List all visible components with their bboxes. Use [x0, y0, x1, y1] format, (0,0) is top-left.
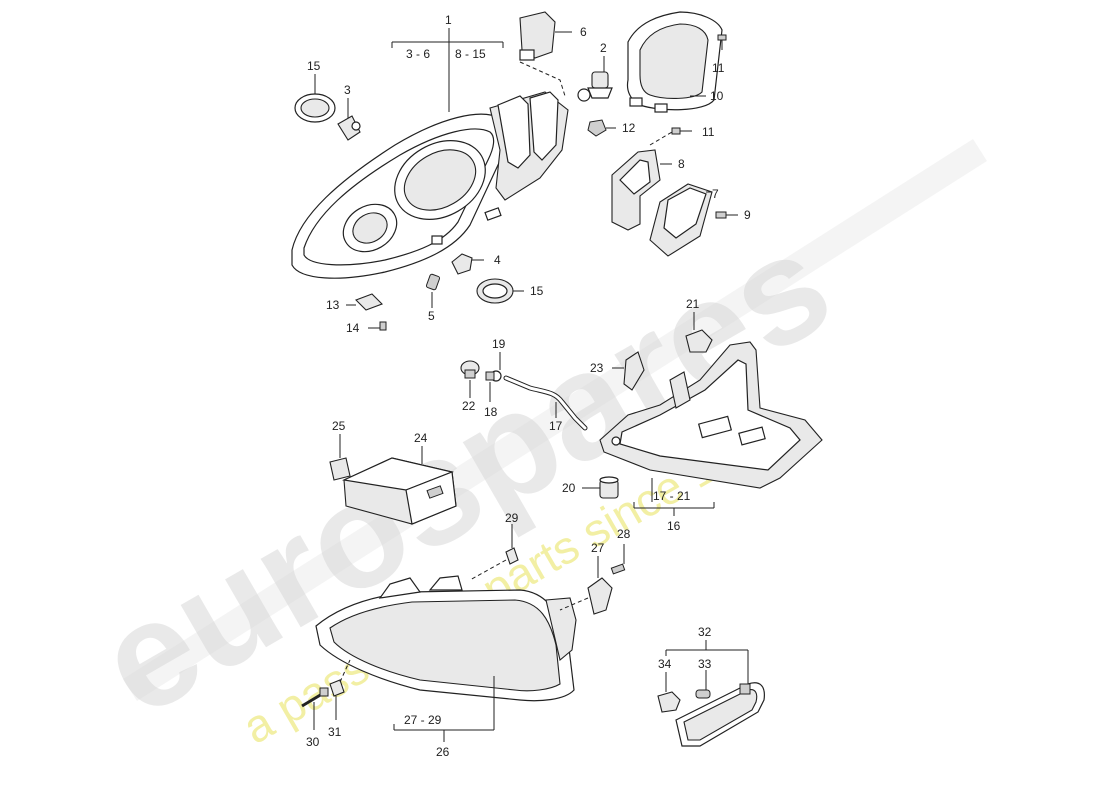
label-part-2: 2: [600, 41, 607, 55]
part-33-bulb: [695, 689, 711, 699]
part-11-screw-top: [717, 34, 727, 50]
part-4-socket: [451, 253, 473, 275]
part-23-bracket: [623, 351, 645, 391]
part-16-base-plate: [599, 341, 823, 489]
part-32-side-marker: [675, 682, 765, 747]
label-part-12: 12: [622, 121, 636, 135]
label-part-23: 23: [590, 361, 604, 375]
part-7-control-unit: [649, 183, 713, 257]
label-part-5: 5: [428, 309, 435, 323]
label-part-15-bottom: 15: [530, 284, 544, 298]
label-part-14: 14: [346, 321, 360, 335]
label-part-9: 9: [744, 208, 751, 222]
label-part-6: 6: [580, 25, 587, 39]
label-part-30: 30: [306, 735, 320, 749]
label-part-17: 17: [549, 419, 563, 433]
part-17-hose: [503, 375, 588, 431]
label-part-3: 3: [344, 83, 351, 97]
part-27-holder: [587, 577, 613, 615]
part-25-holder: [329, 457, 351, 481]
part-9-screw: [715, 211, 738, 219]
label-part-10: 10: [710, 89, 724, 103]
label-part-1: 1: [445, 13, 452, 27]
part-28-screw: [610, 563, 626, 575]
label-part-25: 25: [332, 419, 346, 433]
label-part-11-mid: 11: [702, 125, 715, 139]
label-range-8-15: 8 - 15: [455, 47, 486, 61]
part-31-nut: [329, 679, 345, 697]
part-14-screw: [379, 321, 387, 331]
part-21-clip: [685, 329, 713, 353]
part-6-actuator: [519, 11, 556, 61]
label-part-26: 26: [436, 745, 450, 759]
label-part-18: 18: [484, 405, 498, 419]
label-part-20: 20: [562, 481, 576, 495]
part-13-pad: [355, 293, 383, 311]
part-11-screw-mid: [671, 127, 692, 135]
part-26-lamp-housing: [315, 575, 577, 702]
headlight-housing: [291, 91, 569, 279]
label-range-27-29: 27 - 29: [404, 713, 442, 727]
part-22-plug: [460, 360, 480, 379]
part-34-socket: [657, 691, 681, 713]
label-part-24: 24: [414, 431, 428, 445]
label-part-15-top: 15: [307, 59, 321, 73]
part-8-bracket: [611, 149, 661, 231]
part-24-control-module: [341, 457, 457, 525]
part-29-clip: [505, 547, 519, 565]
label-part-22: 22: [462, 399, 476, 413]
part-2-bulb: [577, 71, 613, 102]
part-12-clip: [587, 119, 607, 137]
label-part-19: 19: [492, 337, 506, 351]
label-part-21: 21: [686, 297, 700, 311]
label-part-7: 7: [712, 187, 719, 201]
label-part-28: 28: [617, 527, 631, 541]
part-3-bulb: [337, 115, 361, 141]
label-range-17-21: 17 - 21: [653, 489, 691, 503]
label-part-33: 33: [698, 657, 712, 671]
label-part-31: 31: [328, 725, 342, 739]
label-part-8: 8: [678, 157, 685, 171]
label-part-32: 32: [698, 625, 712, 639]
label-part-11-top: 11: [712, 61, 725, 75]
label-part-4: 4: [494, 253, 501, 267]
part-20-grommet: [599, 476, 619, 499]
part-10-cover: [626, 11, 723, 113]
label-range-3-6: 3 - 6: [406, 47, 430, 61]
label-part-16: 16: [667, 519, 681, 533]
part-18-fitting: [485, 371, 495, 381]
label-part-13: 13: [326, 298, 340, 312]
label-part-29: 29: [505, 511, 519, 525]
part-30-screw: [301, 687, 329, 708]
part-5-bulb: [425, 273, 441, 291]
label-part-27: 27: [591, 541, 605, 555]
part-15-grommet-top: [294, 93, 336, 123]
part-15-grommet-bottom: [476, 278, 514, 304]
label-part-34: 34: [658, 657, 672, 671]
